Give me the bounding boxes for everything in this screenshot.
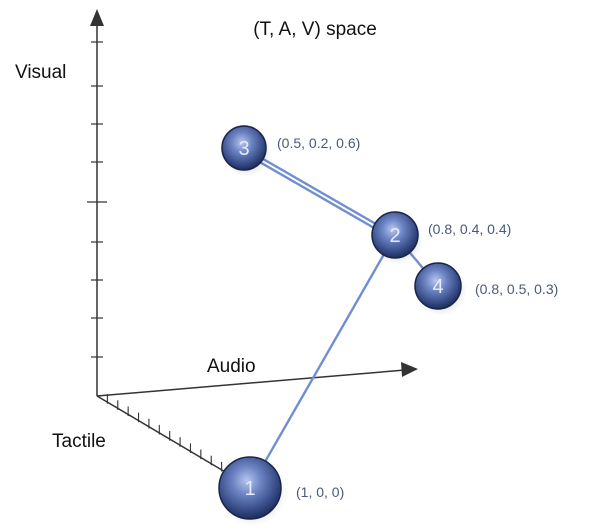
node-coordinate-label: (0.8, 0.4, 0.4) [428,221,511,237]
audio-axis-arrowhead [401,362,418,377]
edge-1-2 [248,234,397,489]
edge-3-2 [243,151,396,242]
visual-axis-arrowhead [90,9,104,26]
node-sphere [371,211,419,259]
visual-axis-label: Visual [15,62,66,83]
audio-axis [96,362,418,397]
node-sphere [221,125,267,171]
node-3: 3 (0.5, 0.2, 0.6) [221,125,360,177]
tactile-axis [96,394,233,477]
node-1: 1 (1, 0, 0) [218,456,344,526]
node-sphere [414,262,462,310]
node-sphere [218,456,282,520]
node-coordinate-label: (1, 0, 0) [296,484,344,500]
node-number: 2 [389,225,400,247]
node-number: 1 [244,478,255,500]
node-coordinate-label: (0.5, 0.2, 0.6) [277,135,360,151]
node-number: 4 [432,276,443,298]
node-coordinate-label: (0.8, 0.5, 0.3) [475,281,558,297]
visual-axis [87,9,107,396]
visual-axis-ticks [87,41,107,358]
node-4: 4 (0.8, 0.5, 0.3) [414,262,558,316]
audio-axis-label: Audio [207,356,256,377]
edges [243,146,439,489]
diagram-title: (T, A, V) space [253,19,377,40]
tactile-axis-ticks [106,394,223,472]
nodes: 1 (1, 0, 0) 2 (0.8, 0.4, 0.4) 3 (0.5, 0.2, 0.… [218,125,558,526]
node-2: 2 (0.8, 0.4, 0.4) [371,211,511,265]
node-number: 3 [238,138,249,160]
tactile-axis-label: Tactile [52,431,106,452]
